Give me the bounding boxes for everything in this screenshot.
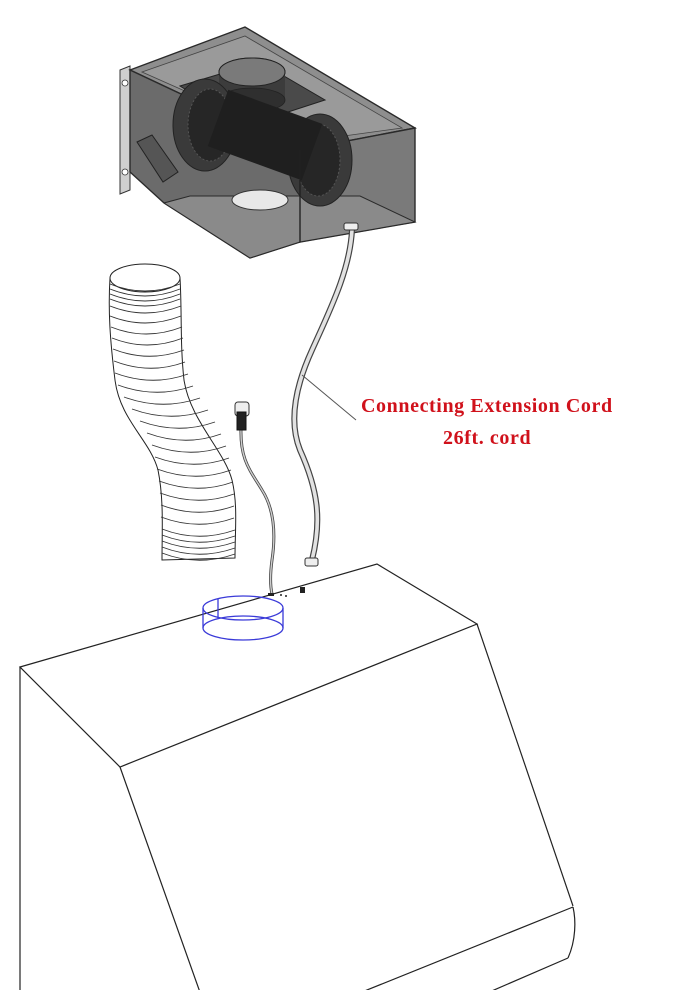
callout-cord-length: 26ft. cord	[443, 427, 532, 449]
duct-collar	[202, 595, 284, 641]
flex-duct	[108, 263, 237, 561]
power-plug	[234, 401, 276, 595]
blower-unit	[119, 26, 417, 259]
hood-top-openings	[268, 587, 305, 597]
extension-cord	[291, 222, 359, 567]
callout-extension-cord-title: Connecting Extension Cord	[361, 395, 613, 417]
hood-body	[18, 563, 576, 990]
